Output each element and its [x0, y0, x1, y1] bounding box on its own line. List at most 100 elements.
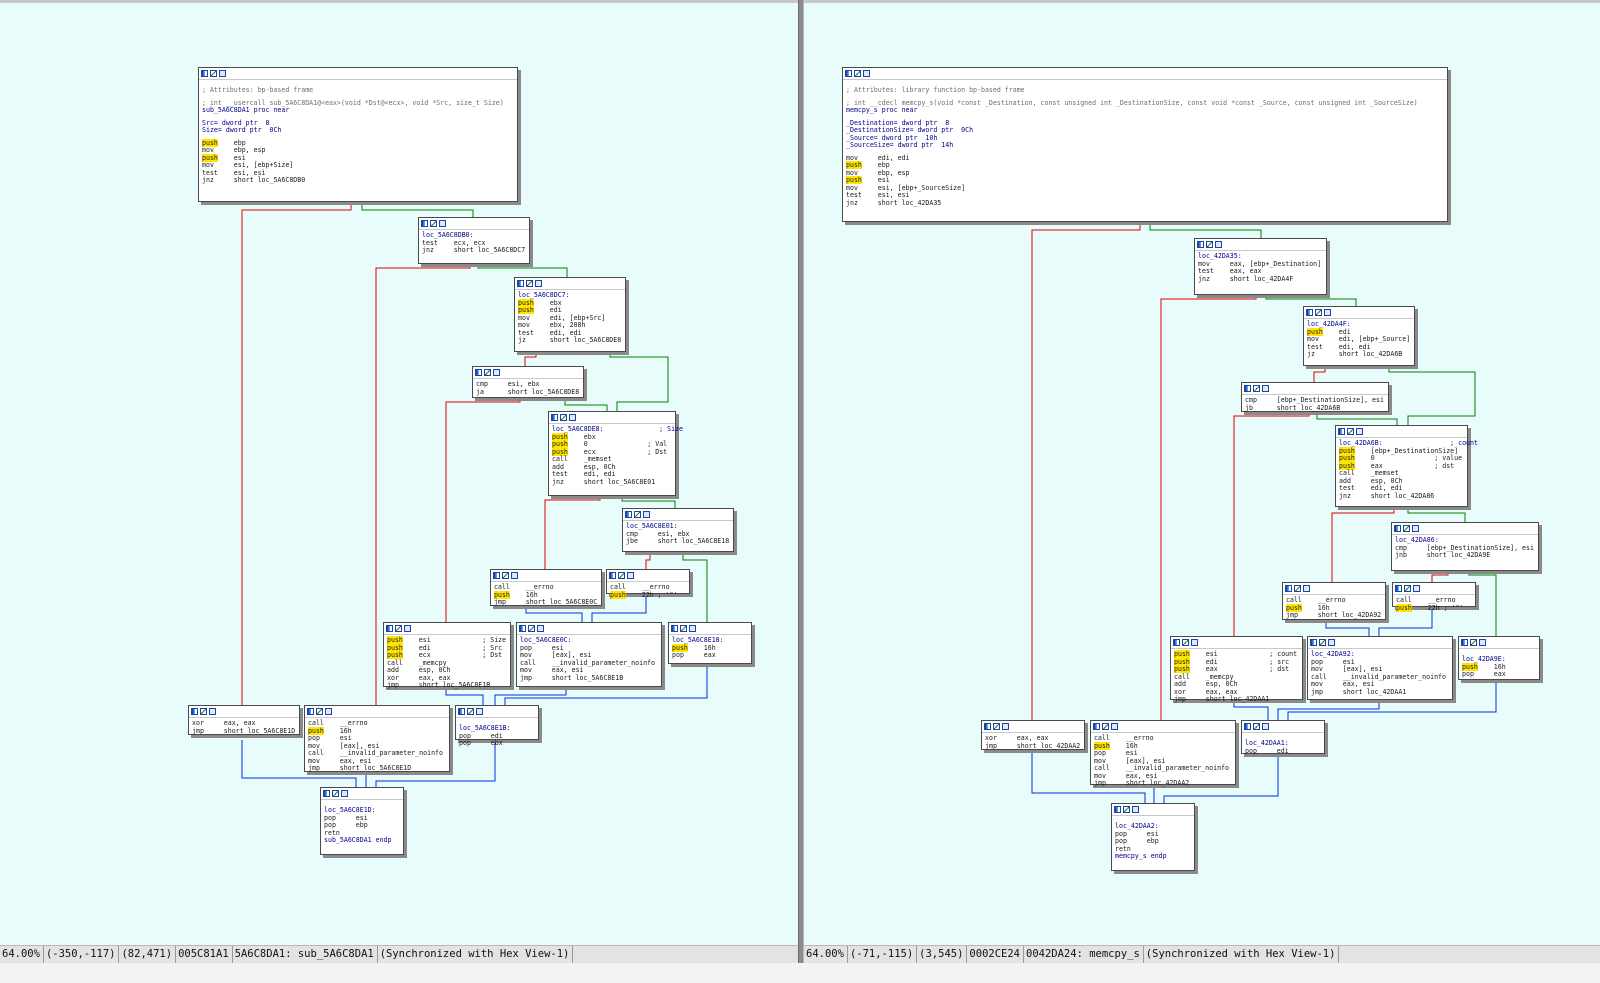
color-icon[interactable]	[1404, 585, 1411, 592]
color-icon[interactable]	[528, 625, 535, 632]
zoom-icon[interactable]	[219, 70, 226, 77]
zoom-icon[interactable]	[404, 625, 411, 632]
node-header[interactable]	[1336, 426, 1467, 438]
graph-icon[interactable]	[1306, 309, 1313, 316]
zoom-icon[interactable]	[493, 369, 500, 376]
graph-icon[interactable]	[191, 708, 198, 715]
graph-icon[interactable]	[1244, 385, 1251, 392]
color-icon[interactable]	[680, 625, 687, 632]
graph-icon[interactable]	[1093, 723, 1100, 730]
node-header[interactable]	[1242, 383, 1388, 395]
graph-node[interactable]: loc_42DA35:mov eax, [ebp+_Destination]te…	[1194, 238, 1327, 295]
zoom-icon[interactable]	[325, 708, 332, 715]
graph-view-left[interactable]: ; Attributes: bp-based frame; int __user…	[0, 0, 800, 983]
color-icon[interactable]	[210, 70, 217, 77]
graph-icon[interactable]	[458, 708, 465, 715]
node-header[interactable]	[384, 623, 510, 635]
color-icon[interactable]	[332, 790, 339, 797]
graph-icon[interactable]	[519, 625, 526, 632]
graph-node[interactable]: loc_42DAA1:pop edi	[1241, 720, 1325, 754]
color-icon[interactable]	[1253, 723, 1260, 730]
color-icon[interactable]	[467, 708, 474, 715]
node-header[interactable]	[199, 68, 517, 80]
color-icon[interactable]	[634, 511, 641, 518]
graph-node[interactable]: ; Attributes: library function bp-based …	[842, 67, 1448, 222]
color-icon[interactable]	[993, 723, 1000, 730]
color-icon[interactable]	[1253, 385, 1260, 392]
node-header[interactable]	[669, 623, 751, 635]
color-icon[interactable]	[1319, 639, 1326, 646]
node-header[interactable]	[549, 412, 675, 424]
graph-icon[interactable]	[201, 70, 208, 77]
graph-node[interactable]: loc_42DA86:cmp [ebp+_DestinationSize], e…	[1391, 522, 1539, 571]
zoom-icon[interactable]	[863, 70, 870, 77]
zoom-icon[interactable]	[1002, 723, 1009, 730]
color-icon[interactable]	[484, 369, 491, 376]
node-header[interactable]	[843, 68, 1447, 80]
node-header[interactable]	[982, 721, 1084, 733]
color-icon[interactable]	[1347, 428, 1354, 435]
node-header[interactable]	[305, 706, 449, 718]
zoom-icon[interactable]	[1215, 241, 1222, 248]
graph-icon[interactable]	[323, 790, 330, 797]
graph-node[interactable]: ; Attributes: bp-based frame; int __user…	[198, 67, 518, 202]
zoom-icon[interactable]	[1356, 428, 1363, 435]
zoom-icon[interactable]	[643, 511, 650, 518]
graph-icon[interactable]	[1461, 639, 1468, 646]
node-header[interactable]	[1304, 307, 1414, 319]
color-icon[interactable]	[618, 572, 625, 579]
graph-icon[interactable]	[551, 414, 558, 421]
graph-view-right[interactable]: ; Attributes: library function bp-based …	[804, 0, 1600, 983]
node-header[interactable]	[1171, 637, 1302, 649]
zoom-icon[interactable]	[439, 220, 446, 227]
graph-icon[interactable]	[625, 511, 632, 518]
graph-icon[interactable]	[307, 708, 314, 715]
zoom-icon[interactable]	[209, 708, 216, 715]
graph-icon[interactable]	[1197, 241, 1204, 248]
zoom-icon[interactable]	[1262, 723, 1269, 730]
zoom-icon[interactable]	[1328, 639, 1335, 646]
graph-icon[interactable]	[475, 369, 482, 376]
graph-icon[interactable]	[1310, 639, 1317, 646]
node-header[interactable]	[321, 788, 403, 800]
node-header[interactable]	[473, 367, 583, 379]
zoom-icon[interactable]	[689, 625, 696, 632]
zoom-icon[interactable]	[569, 414, 576, 421]
color-icon[interactable]	[1182, 639, 1189, 646]
graph-icon[interactable]	[1395, 585, 1402, 592]
zoom-icon[interactable]	[1479, 639, 1486, 646]
graph-icon[interactable]	[1244, 723, 1251, 730]
node-header[interactable]	[623, 509, 733, 521]
node-header[interactable]	[515, 278, 625, 290]
zoom-icon[interactable]	[1412, 525, 1419, 532]
graph-icon[interactable]	[671, 625, 678, 632]
color-icon[interactable]	[1294, 585, 1301, 592]
color-icon[interactable]	[430, 220, 437, 227]
node-header[interactable]	[419, 218, 529, 230]
graph-icon[interactable]	[845, 70, 852, 77]
node-header[interactable]	[1242, 721, 1324, 733]
node-header[interactable]	[1393, 583, 1475, 595]
color-icon[interactable]	[854, 70, 861, 77]
zoom-icon[interactable]	[1132, 806, 1139, 813]
color-icon[interactable]	[1315, 309, 1322, 316]
graph-icon[interactable]	[984, 723, 991, 730]
